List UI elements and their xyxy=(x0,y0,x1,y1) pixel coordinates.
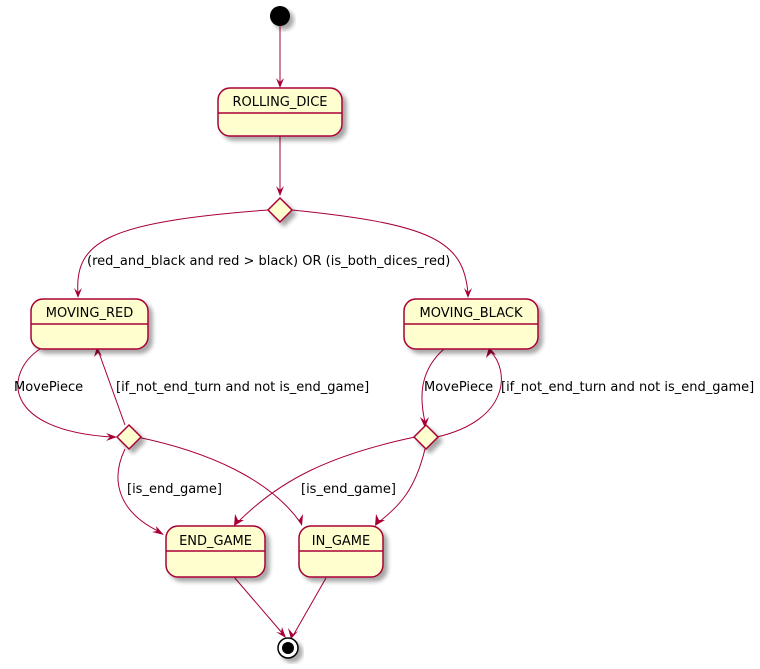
label-red-end: [is_end_game] xyxy=(127,482,222,497)
state-label-end-game: END_GAME xyxy=(179,534,252,549)
initial-state xyxy=(270,6,290,26)
state-label-rolling-dice: ROLLING_DICE xyxy=(232,95,327,110)
state-label-moving-black: MOVING_BLACK xyxy=(420,306,523,321)
edge-choice-to-black xyxy=(291,209,469,295)
edge-red-to-choice xyxy=(17,348,113,438)
edge-choice-to-red xyxy=(77,209,269,295)
edge-choice-to-red-loop xyxy=(97,349,126,426)
choice-black-move xyxy=(412,423,440,451)
choice-after-roll xyxy=(266,196,294,224)
state-moving-red xyxy=(30,298,149,350)
final-state xyxy=(277,637,299,659)
state-rolling-dice xyxy=(217,87,343,137)
label-red-loop: [if_not_end_turn and not is_end_game] xyxy=(116,380,369,395)
edge-endgame-to-final xyxy=(233,576,284,635)
choice-red-move xyxy=(115,423,143,451)
label-black-end: [is_end_game] xyxy=(301,482,396,497)
edge-choice-to-endgame-black xyxy=(237,436,416,523)
label-black-move: MovePiece xyxy=(424,380,493,395)
state-in-game xyxy=(298,525,384,578)
state-end-game xyxy=(165,525,266,578)
edge-choice-to-black-loop xyxy=(436,350,502,438)
edge-black-to-choice xyxy=(421,348,445,423)
edge-choice-to-ingame-black xyxy=(378,448,426,523)
state-moving-black xyxy=(403,298,539,350)
edge-choice-to-endgame-red xyxy=(117,448,161,533)
state-label-in-game: IN_GAME xyxy=(312,534,370,549)
edge-ingame-to-final xyxy=(293,577,327,635)
edge-choice-to-ingame-red xyxy=(136,436,301,523)
label-black-loop: [if_not_end_turn and not is_end_game] xyxy=(501,380,754,395)
label-red-move: MovePiece xyxy=(14,380,83,395)
state-label-moving-red: MOVING_RED xyxy=(46,306,134,321)
edges xyxy=(17,26,502,639)
label-roll-condition: (red_and_black and red > black) OR (is_b… xyxy=(87,254,450,269)
